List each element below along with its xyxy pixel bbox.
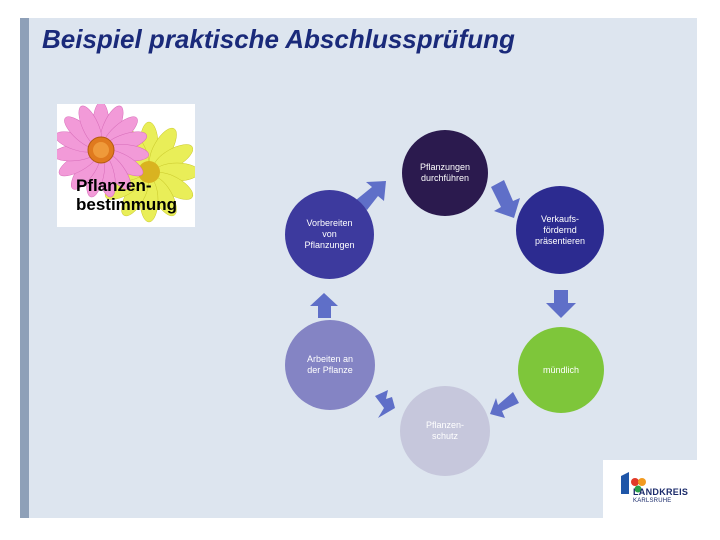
arrow-left-to-top-icon bbox=[356, 181, 386, 210]
node-pflanzenschutz: Pflanzen- schutz bbox=[400, 386, 490, 476]
arrow-up-icon bbox=[310, 293, 338, 318]
node-right-upper-line-2: fördernd bbox=[543, 224, 577, 235]
node-arbeiten-an-der-pflanze: Arbeiten an der Pflanze bbox=[285, 320, 375, 410]
flower-illustration bbox=[57, 104, 195, 223]
node-bottom-line-2: schutz bbox=[431, 431, 458, 441]
node-left-lower-line-2: der Pflanze bbox=[307, 365, 353, 375]
logo-subtitle: KARLSRUHE bbox=[633, 498, 672, 504]
node-right-lower-line-1: mündlich bbox=[542, 364, 580, 375]
flower-image bbox=[57, 104, 195, 227]
node-verkaufsfoerdernd: Verkaufs- fördernd präsentieren bbox=[516, 186, 604, 274]
node-vorbereiten: Vorbereiten von Pflanzungen bbox=[285, 190, 374, 279]
node-left-upper-line-2: von bbox=[322, 229, 337, 239]
logo-name: LANDKREIS bbox=[633, 487, 689, 497]
arrow-lower-left-icon bbox=[375, 390, 395, 418]
image-label-line-2: bestimmung bbox=[76, 195, 178, 214]
logo-mark-icon bbox=[621, 472, 646, 494]
landkreis-logo: LANDKREIS KARLSRUHE bbox=[603, 460, 697, 518]
node-right-upper-line-3: präsentieren bbox=[534, 235, 586, 246]
node-left-lower-line-1: Arbeiten an bbox=[306, 354, 354, 364]
page-title: Beispiel praktische Abschlussprüfung bbox=[42, 24, 515, 54]
node-top-line-1: Pflanzungen bbox=[419, 162, 471, 172]
left-accent-bar bbox=[20, 18, 29, 518]
arrow-lower-right-icon bbox=[490, 392, 519, 418]
node-left-upper-line-1: Vorbereiten bbox=[306, 218, 353, 228]
node-left-upper-line-3: Pflanzungen bbox=[304, 240, 355, 250]
image-label-line-1: Pflanzen- bbox=[76, 176, 152, 195]
arrow-down-icon bbox=[546, 290, 576, 318]
image-label: Pflanzen- bestimmung bbox=[76, 176, 177, 214]
node-right-upper-line-1: Verkaufs- bbox=[540, 213, 580, 224]
node-muendlich: mündlich bbox=[518, 327, 604, 413]
node-bottom-line-1: Pflanzen- bbox=[425, 420, 465, 430]
node-top-line-2: durchführen bbox=[420, 173, 470, 183]
arrow-top-to-right-icon bbox=[491, 180, 520, 218]
node-pflanzungen-durchfuehren: Pflanzungen durchführen bbox=[402, 130, 488, 216]
